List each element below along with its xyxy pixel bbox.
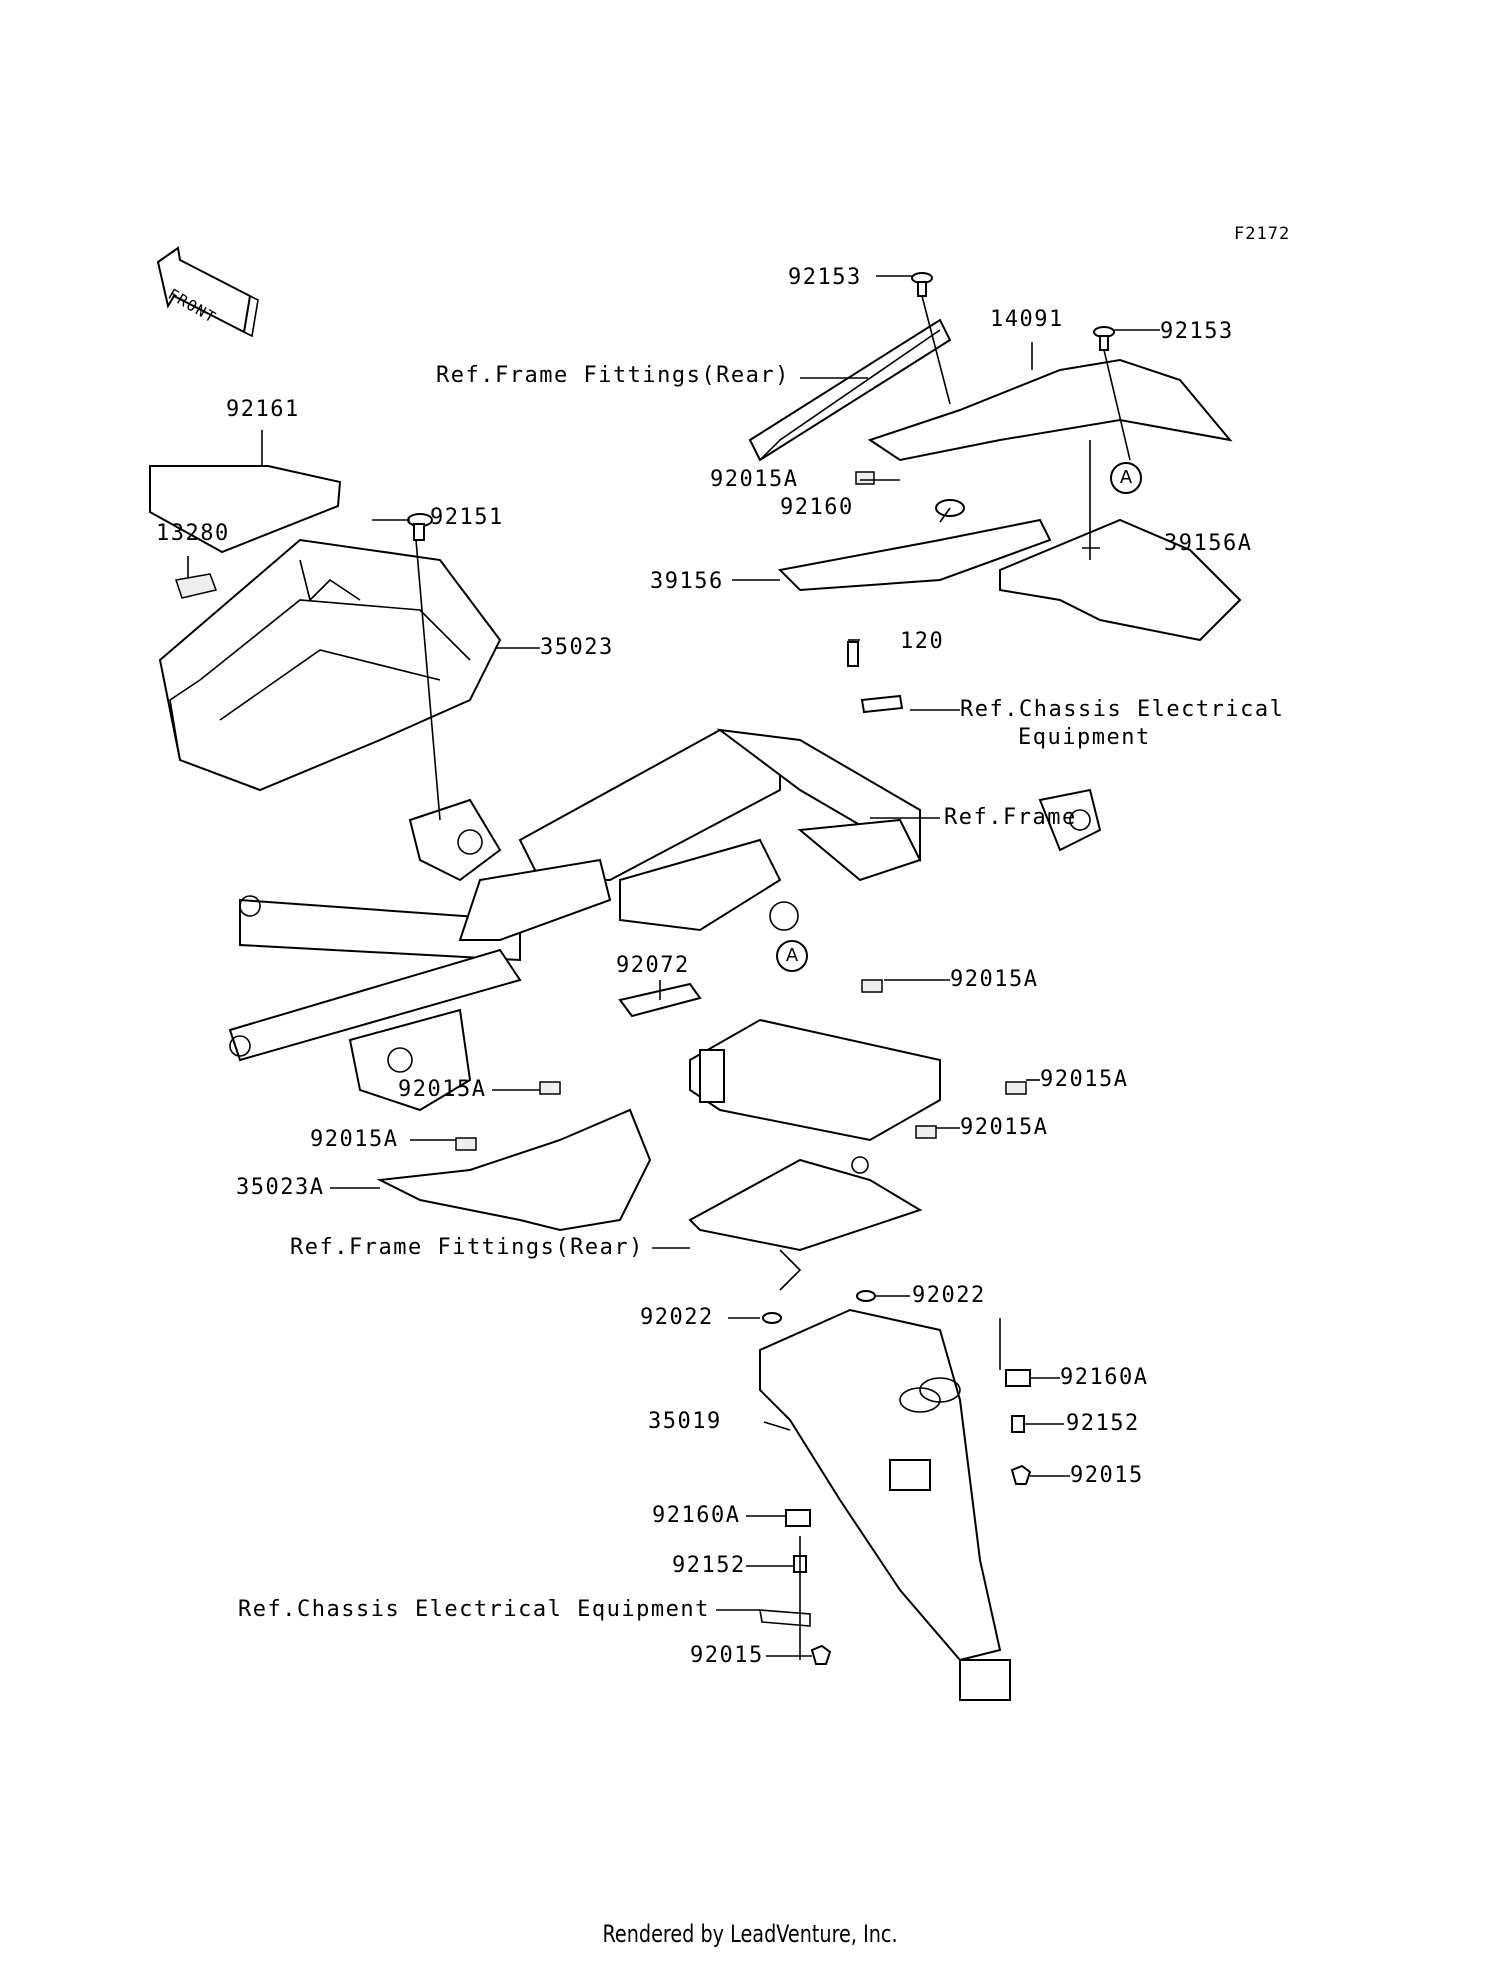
battery-case: [689, 1018, 941, 1142]
callout-a-mid: A: [776, 940, 808, 972]
rear-fitting-bracket: [688, 1156, 923, 1291]
label-92153-top: 92153: [788, 265, 862, 290]
part-92161-sheet: [149, 465, 342, 554]
label-ref-chassis-electrical-bottom: Ref.Chassis Electrical Equipment: [238, 1597, 710, 1622]
label-13280: 13280: [156, 521, 230, 546]
part-39156-pad: [777, 518, 1052, 592]
label-92072: 92072: [616, 953, 690, 978]
label-92015A-left2: 92015A: [310, 1127, 399, 1152]
label-92015-bottom: 92015: [690, 1643, 764, 1668]
label-92152-right: 92152: [1066, 1411, 1140, 1436]
label-35019: 35019: [648, 1409, 722, 1434]
label-92015A-left1: 92015A: [398, 1077, 487, 1102]
part-14091-cover: [867, 358, 1233, 462]
label-92160: 92160: [780, 495, 854, 520]
label-92160A-right: 92160A: [1060, 1365, 1149, 1390]
label-ref-frame: Ref.Frame: [944, 805, 1077, 830]
label-92015A-mid: 92015A: [950, 967, 1039, 992]
label-14091: 14091: [990, 307, 1064, 332]
label-ref-chassis-electrical: Ref.Chassis Electrical: [960, 697, 1285, 722]
footer-credit: Rendered by LeadVenture, Inc.: [602, 1920, 898, 1948]
label-35023: 35023: [540, 635, 614, 660]
label-92160A-left: 92160A: [652, 1503, 741, 1528]
label-ref-chassis-equipment: Equipment: [1018, 725, 1151, 750]
rear-top-bracket: [748, 318, 952, 462]
label-92015-right: 92015: [1070, 1463, 1144, 1488]
label-92015A-top: 92015A: [710, 467, 799, 492]
front-arrow-icon: [156, 246, 259, 338]
label-39156A: 39156A: [1164, 531, 1253, 556]
part-35023A-cover: [376, 1108, 652, 1232]
label-ref-frame-fittings-rear-bottom: Ref.Frame Fittings(Rear): [290, 1235, 644, 1260]
label-92015A-right: 92015A: [1040, 1067, 1129, 1092]
label-92153-right: 92153: [1160, 319, 1234, 344]
label-92015A-rightlow: 92015A: [960, 1115, 1049, 1140]
frame-assembly: [228, 728, 1102, 1112]
label-92161: 92161: [226, 397, 300, 422]
figure-code: F2172: [1234, 224, 1291, 244]
label-ref-frame-fittings-rear-top: Ref.Frame Fittings(Rear): [436, 363, 790, 388]
label-92151: 92151: [430, 505, 504, 530]
label-92022-right: 92022: [912, 1283, 986, 1308]
label-39156: 39156: [650, 569, 724, 594]
callout-a-top: A: [1110, 462, 1142, 494]
label-120: 120: [900, 629, 945, 654]
part-39156A-pad: [999, 518, 1242, 642]
label-35023A: 35023A: [236, 1175, 325, 1200]
label-92152-left: 92152: [672, 1553, 746, 1578]
part-35019-fender: [759, 1308, 1011, 1701]
part-92151-bolt: [407, 513, 433, 541]
leader-lines: [187, 275, 1160, 1660]
part-35023-tray: [158, 538, 502, 792]
label-92022-left: 92022: [640, 1305, 714, 1330]
small-fasteners: [455, 272, 1115, 1665]
part-13280-clip: [175, 573, 218, 599]
